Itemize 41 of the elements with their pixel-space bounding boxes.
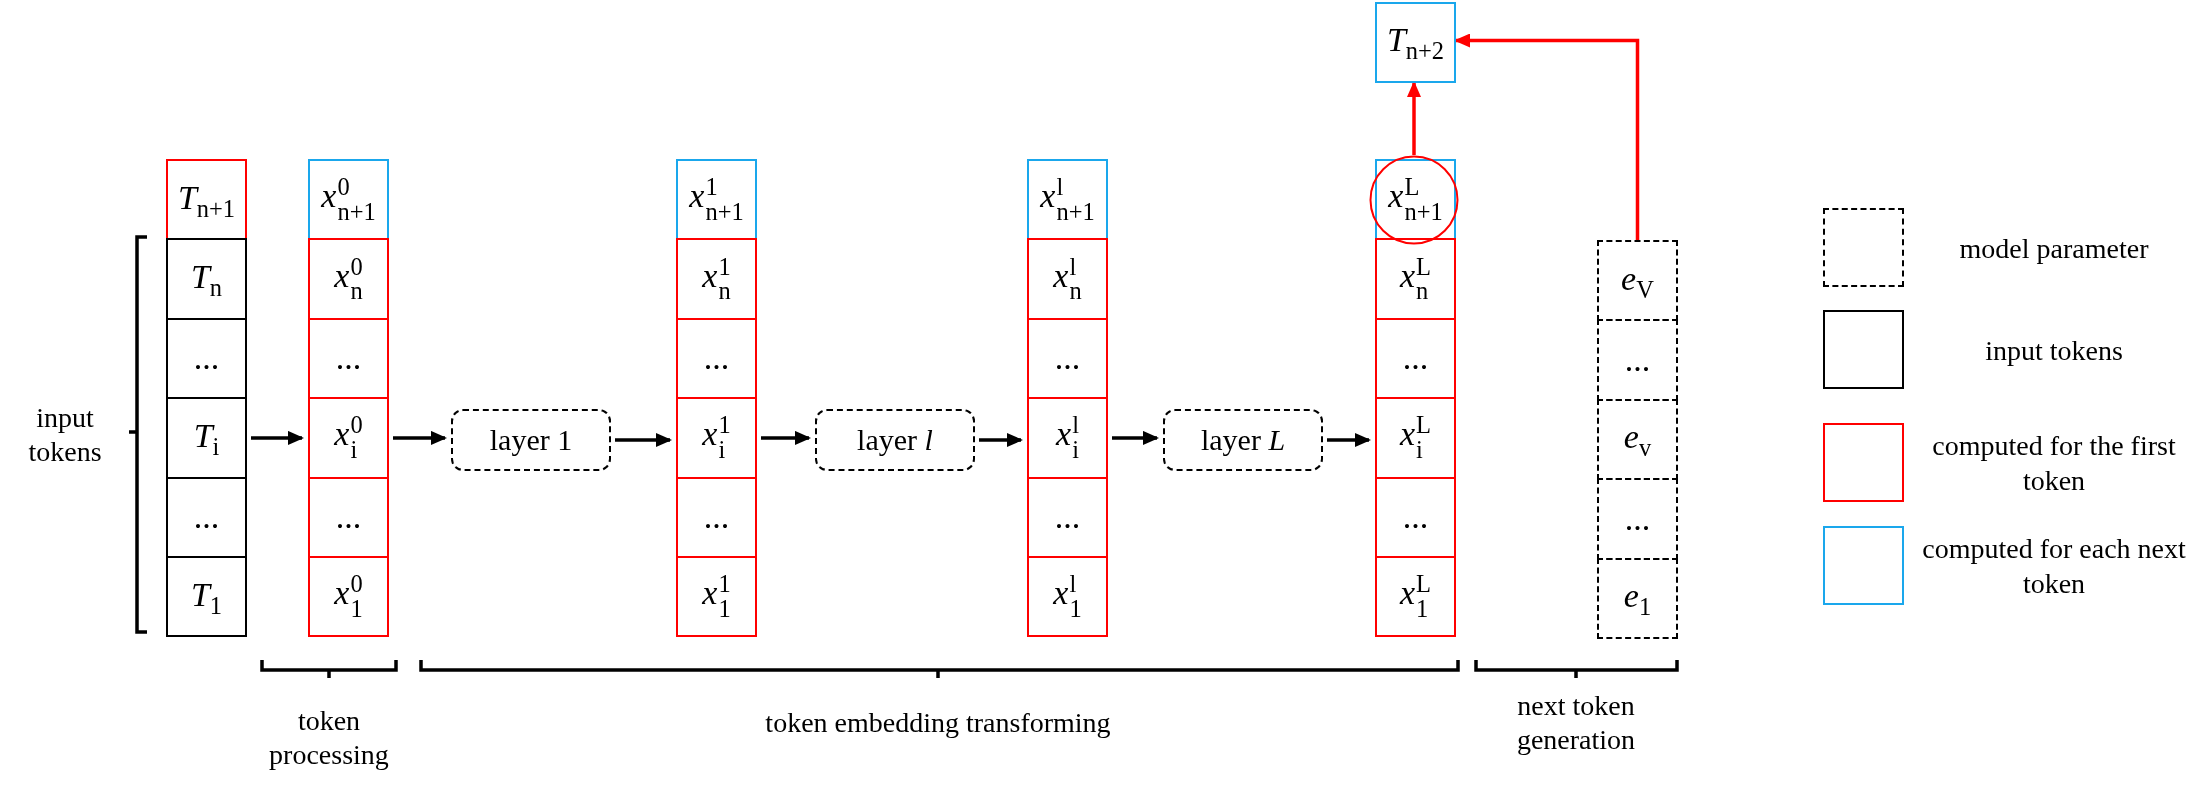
bracket-label: token processing <box>268 704 390 772</box>
token-cell: e$_{v}$ <box>1597 398 1678 481</box>
highlight-circle <box>1369 155 1459 245</box>
token-cell: T$_{n}$ <box>166 238 247 320</box>
bracket-label: next token generation <box>1515 689 1637 757</box>
token-cell: ... <box>308 317 389 400</box>
legend-text: model parameter <box>1958 231 2150 266</box>
token-cell: ... <box>1597 478 1678 560</box>
arrow <box>615 433 672 447</box>
token-cell: ... <box>1375 317 1456 400</box>
layer-box: layer L <box>1163 409 1323 471</box>
token-cell: ... <box>1375 476 1456 558</box>
arrow <box>1112 430 1159 445</box>
bracket-label: token embedding transforming <box>764 706 1112 740</box>
token-cell: ... <box>166 317 247 400</box>
token-cell: ... <box>1027 476 1108 558</box>
arrow <box>1407 81 1421 155</box>
token-cell: ... <box>1027 317 1108 400</box>
layer-box: layer 1 <box>451 409 611 471</box>
arrow <box>979 433 1023 447</box>
token-cell: T$_{1}$ <box>166 556 247 638</box>
legend-text: computed for each next token <box>1921 532 2187 601</box>
bracket-label: input tokens <box>27 401 103 469</box>
arrow <box>1327 433 1371 447</box>
token-cell: e$_{V}$ <box>1597 240 1678 322</box>
token-cell: ... <box>676 317 757 400</box>
token-cell: e$_{1}$ <box>1597 557 1678 639</box>
token-cell: ... <box>308 476 389 558</box>
arrow <box>251 430 304 445</box>
token-cell: ... <box>676 476 757 558</box>
arrow <box>1454 33 1640 240</box>
token-cell: T$_{i}$ <box>166 397 247 479</box>
legend-text: computed for the first token <box>1931 429 2177 498</box>
layer-box: layer l <box>815 409 975 471</box>
legend-text: input tokens <box>1984 333 2124 368</box>
token-cell: T$_{n+1}$ <box>166 159 247 241</box>
token-cell: ... <box>1597 319 1678 401</box>
arrow <box>761 430 811 445</box>
arrow <box>393 430 447 445</box>
token-cell: ... <box>166 476 247 558</box>
token-cell: T$_{n+2}$ <box>1375 2 1456 83</box>
